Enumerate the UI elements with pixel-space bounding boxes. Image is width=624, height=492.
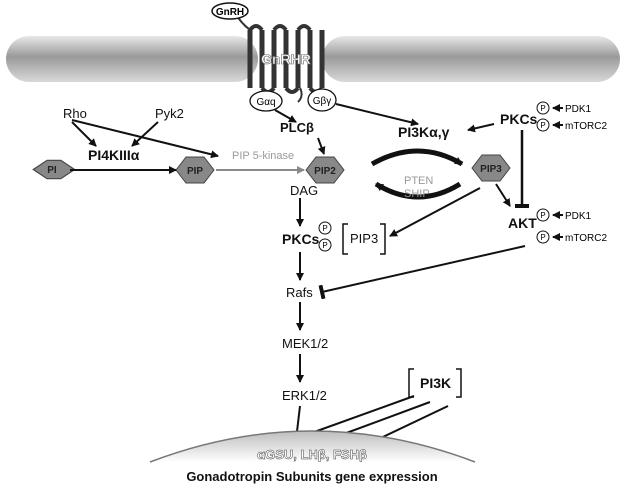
akt-label: AKT: [508, 215, 537, 231]
g-alpha-q: Gαq: [249, 90, 283, 112]
cell-membrane: [6, 36, 620, 82]
pip2-label: PIP2: [314, 166, 336, 177]
gnrh-ligand: [211, 2, 249, 20]
pip-label: PIP: [187, 166, 203, 177]
rafs-label: Rafs: [286, 285, 313, 300]
mek-label: MEK1/2: [282, 336, 328, 351]
phospho-icon: P: [540, 121, 545, 130]
nucleus-caption: Gonadotropin Subunits gene expression: [186, 469, 437, 484]
ship-label: SHIP: [404, 188, 430, 200]
gnrh-label: GnRH: [216, 7, 244, 18]
mtorc2-bottom-label: mTORC2: [565, 233, 607, 244]
pip3-label: PIP3: [480, 164, 502, 175]
pip5k-label: PIP 5-kinase: [232, 150, 294, 162]
akt-group: AKT P P PDK1 mTORC2: [495, 183, 607, 244]
upstream-arrows: [70, 103, 495, 174]
pi-hexagon: PI: [32, 159, 76, 180]
rho-label: Rho: [63, 106, 87, 121]
g-aq-label: Gαq: [256, 97, 275, 108]
g-beta-gamma: Gβγ: [307, 88, 337, 112]
mapk-cascade: DAG PKCs P P PIP3 Rafs MEK1/2 ERK1/2: [282, 183, 386, 443]
pdk1-bottom-label: PDK1: [565, 211, 592, 222]
phospho-icon: P: [540, 104, 545, 113]
pip3-box-label: PIP3: [350, 231, 378, 246]
cross-arrows: [318, 187, 526, 300]
phospho-icon: P: [540, 233, 545, 242]
pi3k-alpha-gamma-label: PI3Kα,γ: [398, 124, 450, 140]
pi3k-box-label: PI3K: [420, 375, 451, 391]
pten-ship-cycle: PTEN SHIP: [370, 148, 464, 200]
pyk2-label: Pyk2: [155, 106, 184, 121]
dag-label: DAG: [290, 183, 318, 198]
pip-hexagon: PIP: [175, 156, 215, 184]
pip3-hexagon: PIP3: [471, 154, 511, 182]
pdk1-top-label: PDK1: [565, 104, 592, 115]
pkcs-top-label: PKCs: [500, 111, 538, 127]
nucleus: αGSU, LHβ, FSHβ Gonadotropin Subunits ge…: [149, 430, 476, 484]
pip3-bracket: [342, 223, 386, 255]
pip2-hexagon: PIP2: [305, 156, 345, 184]
g-by-label: Gβγ: [313, 96, 332, 107]
phospho-icon: P: [540, 211, 545, 220]
gnrh-receptor: GnRH GnRHR: [211, 2, 325, 103]
pten-label: PTEN: [404, 175, 433, 187]
pi-label: PI: [47, 165, 57, 176]
gene-names: αGSU, LHβ, FSHβ: [257, 447, 367, 462]
pi4k-label: PI4KIIIα: [88, 147, 140, 163]
gnrhr-label: GnRHR: [261, 51, 311, 67]
mtorc2-top-label: mTORC2: [565, 121, 607, 132]
pkcs-label: PKCs: [282, 231, 320, 247]
phospho-icon: P: [322, 224, 327, 233]
plcb-label: PLCβ: [280, 120, 314, 135]
pkcs-top-group: PKCs P P PDK1 mTORC2: [500, 101, 607, 208]
phospho-icon: P: [322, 241, 327, 250]
erk-label: ERK1/2: [282, 388, 327, 403]
